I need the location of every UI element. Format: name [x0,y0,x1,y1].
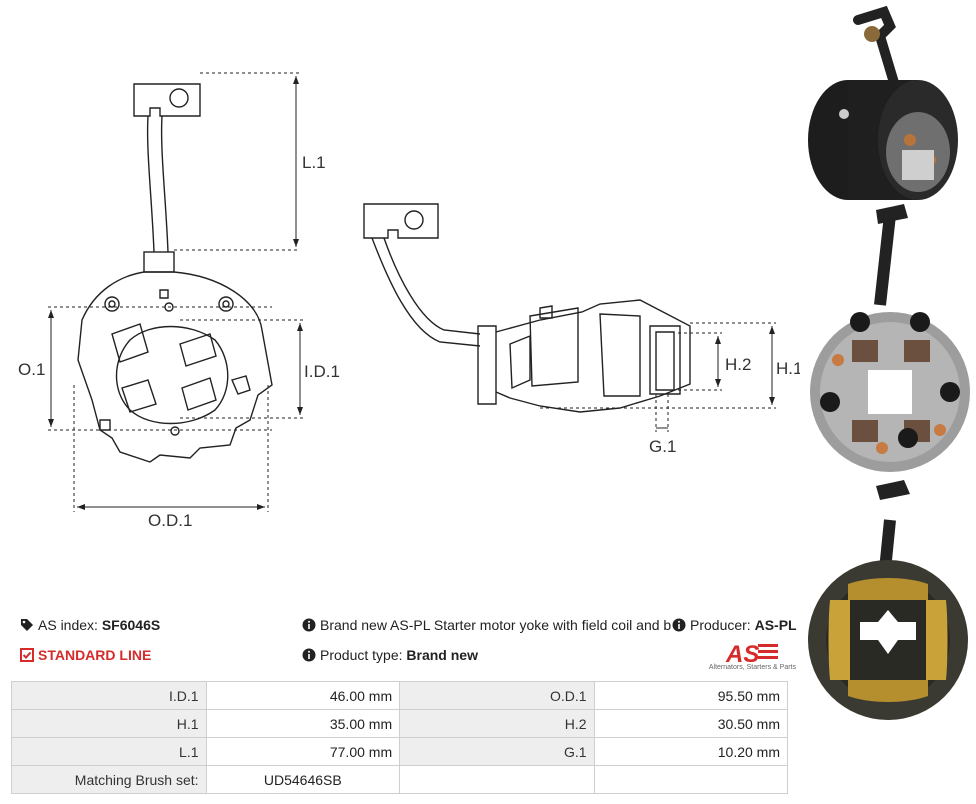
label-od1: O.D.1 [148,511,192,530]
technical-drawing: L.1 O.1 I.D.1 O.D.1 H.1 H.2 G.1 [18,72,800,530]
standard-line-row: STANDARD LINE [20,647,151,663]
matching-brush-set-link[interactable]: UD54646SB [205,765,401,794]
tags-icon [21,619,33,631]
product-type-row: Product type: Brand new [302,647,478,663]
product-photos [808,5,970,720]
info-icon [302,648,316,662]
producer-row: Producer: AS-PL [672,617,797,633]
photo-field-coil [808,480,968,720]
standard-line-label: STANDARD LINE [38,647,152,663]
spec-empty [593,765,789,794]
info-icon [302,618,316,632]
logo-subtext: Alternators, Starters & Parts [708,664,796,671]
spec-empty [399,765,595,794]
product-type-label: Product type: [320,647,403,663]
label-g1: G.1 [649,437,676,456]
as-index-value: SF6046S [101,617,161,633]
product-type-value: Brand new [406,647,478,663]
spec-key: H.1 [11,709,207,738]
spec-table: I.D.1 46.00 mm O.D.1 95.50 mm H.1 35.00 … [11,681,789,794]
spec-key: I.D.1 [11,681,207,710]
as-index-label: AS index: [38,617,98,633]
spec-key: Matching Brush set: [11,765,207,794]
as-pl-logo: AS [725,641,778,668]
photo-motor-side [808,5,958,200]
spec-value: 10.20 mm [593,737,789,766]
spec-key: O.D.1 [399,681,595,710]
label-h2: H.2 [725,355,751,374]
spec-value: 30.50 mm [593,709,789,738]
label-l1: L.1 [302,153,326,172]
label-h1: H.1 [776,359,800,378]
svg-text:AS: AS [725,641,759,668]
spec-value: 95.50 mm [593,681,789,710]
spec-key: H.2 [399,709,595,738]
as-index-row: AS index: SF6046S [20,617,160,633]
photo-brush-plate [810,204,970,472]
spec-key: L.1 [11,737,207,766]
description-text: Brand new AS-PL Starter motor yoke with … [320,617,672,633]
spec-value: 35.00 mm [205,709,401,738]
spec-value: 77.00 mm [205,737,401,766]
table-row: H.1 35.00 mm H.2 30.50 mm [11,709,789,738]
label-id1: I.D.1 [304,362,340,381]
table-row: Matching Brush set: UD54646SB [11,765,789,794]
table-row: I.D.1 46.00 mm O.D.1 95.50 mm [11,681,789,710]
producer-value: AS-PL [754,617,797,633]
producer-label: Producer: [690,617,751,633]
table-row: L.1 77.00 mm G.1 10.20 mm [11,737,789,766]
spec-value: 46.00 mm [205,681,401,710]
description-row: Brand new AS-PL Starter motor yoke with … [302,617,672,633]
info-icon [672,618,686,632]
checkbox-icon [20,648,34,662]
label-o1: O.1 [18,360,45,379]
spec-key: G.1 [399,737,595,766]
